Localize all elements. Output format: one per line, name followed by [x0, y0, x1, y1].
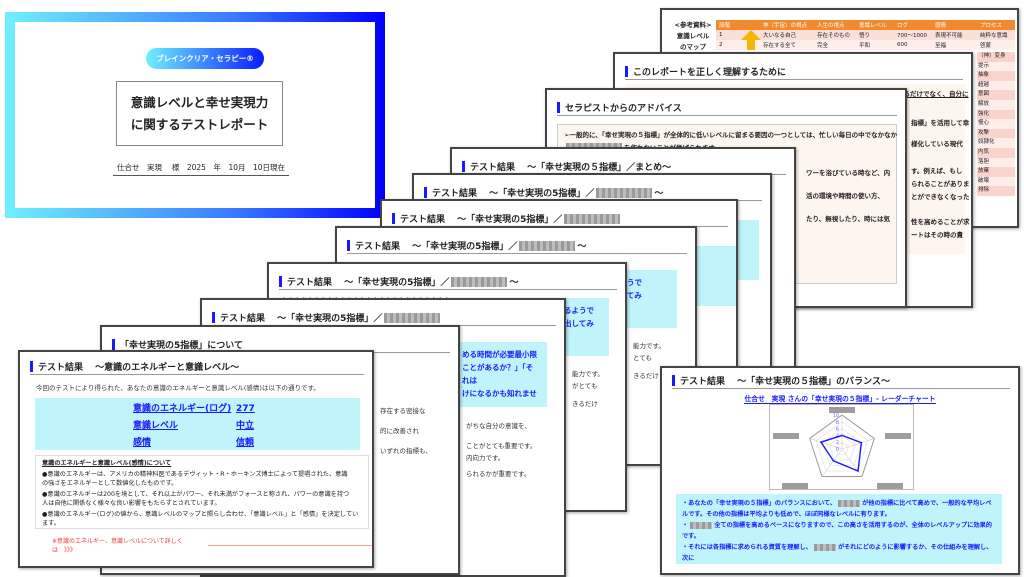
chart-title: 仕合せ 実現 さんの「幸せ実現の５指標」- レーダーチャート: [744, 395, 936, 404]
emotion-value[interactable]: 信頼: [236, 438, 255, 448]
body-text: 存在する密接な的に改善されいずれの指標も、: [380, 407, 432, 455]
reference-label: <参考資料>: [674, 21, 712, 29]
about-energy-box: 意識のエネルギーと意識レベル(感情)について ●意識のエネルギーは、アメリカの精…: [35, 455, 369, 529]
radar-tick-label: 6: [836, 427, 839, 433]
client-date-line: 仕合せ 実現 様 2025 年 10月 10日現在: [113, 162, 289, 176]
process-column: （神）変身提示抽象超越意図解放強化慢心攻撃奴隷化内気落胆放棄破壊排除: [977, 52, 1015, 196]
radar-grid-ring: [809, 414, 875, 478]
radar-tick-label: 10: [833, 413, 839, 419]
energy-log-label[interactable]: 意識のエネルギー(ログ): [133, 404, 232, 414]
brand-badge: ブレインクリア・セラピー®: [146, 48, 264, 69]
intro-text: 今回のテストにより得られた、あなたの意識のエネルギーと意識レベル(感情)は以下の…: [36, 384, 320, 392]
analysis-box: ・あなたの「幸せ実現の５指標」のバランスにおいて、が他の指標に比べて高めで、一般…: [676, 494, 1002, 564]
radar-category-label-blurred: [877, 483, 903, 489]
emotion-label[interactable]: 感情: [133, 438, 152, 448]
radar-axis: [841, 438, 875, 450]
radar-tick-label: 0: [836, 447, 839, 453]
page-header: このレポートを正しく理解するために: [625, 64, 963, 80]
radar-point: [832, 460, 835, 462]
radar-category-label-blurred: [773, 433, 799, 439]
page-header: セラピストからのアドバイス: [557, 100, 897, 116]
body-text: 能力です。がとてもきるだけ: [572, 370, 604, 408]
blurred-text: [596, 187, 653, 198]
body-text: 能力です。とてもきるだけ: [633, 342, 665, 380]
radar-point: [857, 470, 859, 472]
radar-grid-ring: [815, 421, 869, 472]
table-header-row: 段階神（宇宙）の視点人生の視点意識レベルログ感情プロセス: [716, 20, 1015, 30]
results-box: 意識のエネルギー(ログ) 意識レベル 感情 277 中立 信頼: [35, 398, 360, 450]
title-line-1: 意識レベルと幸せ実現力: [130, 94, 269, 110]
radar-category-label-blurred: [885, 433, 911, 439]
blurred-text: [451, 276, 508, 287]
radar-category-label-blurred: [829, 407, 855, 413]
radar-point: [860, 441, 863, 444]
energy-level-page: テスト結果 ～意識のエネルギーと意識レベル～ 今回のテストにより得られた、あなた…: [18, 350, 374, 568]
more-info-link[interactable]: ※意識のエネルギー、意識レベルについて詳しくは 》》》: [52, 536, 372, 554]
radar-point: [841, 434, 843, 437]
radar-grid-ring: [828, 435, 856, 461]
consciousness-level-label[interactable]: 意識レベル: [133, 421, 179, 431]
radar-axis: [821, 448, 843, 477]
radar-category-label-blurred: [782, 483, 808, 489]
radar-axis: [841, 448, 863, 477]
map-label-2: のマップ: [680, 43, 706, 51]
cover-page: ブレインクリア・セラピー® 意識レベルと幸せ実現力 に関するテストレポート 仕合…: [5, 12, 385, 218]
radar-point: [820, 441, 822, 443]
energy-log-value[interactable]: 277: [236, 404, 255, 414]
consciousness-level-value[interactable]: 中立: [236, 421, 255, 431]
body-text: がちな自分の意識を、ことがとても重要です。内向力です。られるかが重要です。: [466, 422, 537, 478]
radar-tick-label: 8: [836, 420, 839, 426]
radar-grid-ring: [835, 441, 849, 455]
blurred-text: [384, 312, 441, 323]
radar-axis: [809, 438, 843, 450]
map-label-1: 意識レベル: [676, 32, 710, 40]
balance-page: テスト結果 ～「幸せ実現の５指標」のバランス～ 仕合せ 実現 さんの「幸せ実現の…: [660, 366, 1020, 575]
blurred-text: [564, 213, 621, 224]
up-arrow-icon: [741, 30, 761, 50]
blurred-text: [519, 240, 576, 251]
report-title: 意識レベルと幸せ実現力 に関するテストレポート: [116, 81, 283, 146]
radar-tick-label: 2: [836, 440, 839, 446]
title-line-2: に関するテストレポート: [130, 116, 269, 132]
radar-series: [819, 434, 863, 473]
